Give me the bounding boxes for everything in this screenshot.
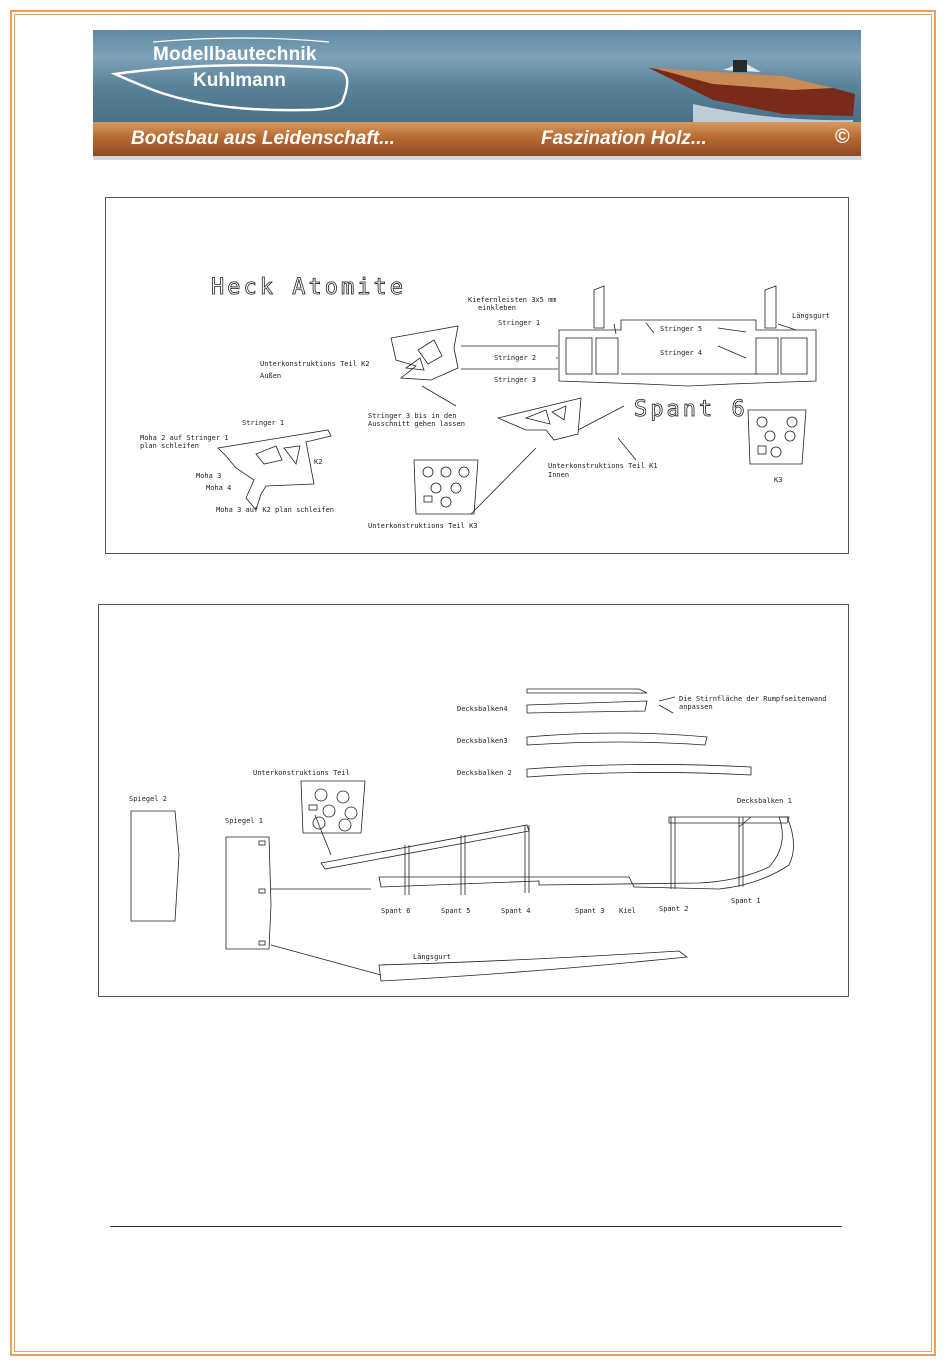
label-spiegel2: Spiegel 2: [129, 795, 167, 803]
drawing-hull-assembly-svg: Die Stirnfläche der Rumpfseitenwand anpa…: [129, 688, 827, 982]
label-stringer2: Stringer 2: [494, 354, 536, 362]
page-border: [10, 10, 936, 1356]
label-moha2-line2: plan schleifen: [140, 442, 199, 450]
label-decksbalken1: Decksbalken 1: [737, 797, 792, 805]
section-label-spant6: Spant 6: [634, 397, 748, 422]
label-stringer5: Stringer 5: [660, 325, 702, 333]
label-k3: Unterkonstruktions Teil K3: [368, 522, 478, 530]
label-moha2-line1: Moha 2 auf Stringer 1: [140, 434, 229, 442]
brand-name-line1: Modellbautechnik: [153, 44, 317, 65]
brand-name-line2: Kuhlmann: [193, 70, 286, 91]
label-decksbalken3: Decksbalken3: [457, 737, 508, 745]
part-spant6-frame: [558, 285, 817, 387]
part-decksbalken3: [526, 732, 708, 746]
speedboat-image: [649, 60, 855, 122]
label-unterkonstruktion: Unterkonstruktions Teil: [253, 769, 350, 777]
label-k1-line2: Innen: [548, 471, 569, 479]
label-spant6: Spant 6: [381, 907, 411, 915]
header-banner: Modellbautechnik Kuhlmann Bootsbau aus L…: [93, 30, 861, 160]
label-moha4: Moha 4: [206, 484, 231, 492]
drawing-hull-assembly: Die Stirnfläche der Rumpfseitenwand anpa…: [98, 604, 849, 997]
leader-lines: [421, 322, 797, 515]
label-kiel: Kiel: [619, 907, 636, 915]
label-stringer3-note2: Ausschnitt gehen lassen: [368, 420, 465, 428]
part-k2: [390, 325, 459, 381]
label-spant4: Spant 4: [501, 907, 531, 915]
leader-lines-stringers: [461, 345, 558, 370]
part-k3-right: [747, 409, 807, 465]
drawing-heck-atomite-svg: Heck Atomite Spant 6: [140, 275, 830, 530]
label-moha3-note: Moha 3 auf K2 plan schleifen: [216, 506, 334, 514]
label-stringer3-note1: Stringer 3 bis in den: [368, 412, 457, 420]
label-spant5: Spant 5: [441, 907, 471, 915]
part-stringer-assembly: [217, 429, 332, 511]
banner-wood-strip: [93, 122, 861, 156]
part-decksbalken2: [526, 764, 752, 778]
label-note-line2: anpassen: [679, 703, 713, 711]
label-spant3: Spant 3: [575, 907, 605, 915]
part-decksbalken4: [526, 688, 648, 714]
banner-logo-swoosh: [110, 37, 349, 112]
label-k2-small: K2: [314, 458, 322, 466]
part-spiegel1: [225, 836, 272, 950]
footer-divider: [110, 1226, 842, 1227]
label-spant1: Spant 1: [731, 897, 761, 905]
leader-lines-2: [270, 696, 752, 976]
part-kiel-frame: [320, 816, 794, 895]
label-kiefernleisten: Kiefernleisten 3x5 mm: [468, 296, 557, 304]
label-spant2: Spant 2: [659, 905, 689, 913]
label-decksbalken2: Decksbalken 2: [457, 769, 512, 777]
label-stringer3: Stringer 3: [494, 376, 536, 384]
part-laengsgurt: [378, 950, 689, 982]
drawing-title: Heck Atomite: [211, 275, 406, 300]
label-k2-line1: Unterkonstruktions Teil K2: [260, 360, 370, 368]
label-moha3: Moha 3: [196, 472, 221, 480]
slogan-left: Bootsbau aus Leidenschaft...: [131, 128, 395, 149]
label-laengsgurt: Längsgurt: [792, 312, 830, 320]
label-decksbalken4: Decksbalken4: [457, 705, 508, 713]
drawing-heck-atomite: Heck Atomite Spant 6: [105, 197, 849, 554]
part-unterkonstruktion: [300, 780, 366, 834]
part-k3-left: [413, 459, 479, 515]
part-spiegel2: [130, 810, 180, 922]
label-laengsgurt-2: Längsgurt: [413, 953, 451, 961]
label-note-line1: Die Stirnfläche der Rumpfseitenwand: [679, 695, 827, 703]
label-k3-small: K3: [774, 476, 782, 484]
banner-bottom-stripe: [93, 156, 861, 160]
label-k1-line1: Unterkonstruktions Teil K1: [548, 462, 658, 470]
label-einkleben: einkleben: [478, 304, 516, 312]
slogan-right: Faszination Holz...: [541, 128, 707, 149]
copyright-icon: ©: [835, 126, 850, 148]
label-spiegel1: Spiegel 1: [225, 817, 263, 825]
label-stringer1: Stringer 1: [498, 319, 540, 327]
label-left-stringer1: Stringer 1: [242, 419, 284, 427]
label-stringer4: Stringer 4: [660, 349, 702, 357]
part-k1: [496, 397, 582, 441]
page-border-inner: [14, 14, 932, 1352]
label-k2-line2: Außen: [260, 372, 281, 380]
